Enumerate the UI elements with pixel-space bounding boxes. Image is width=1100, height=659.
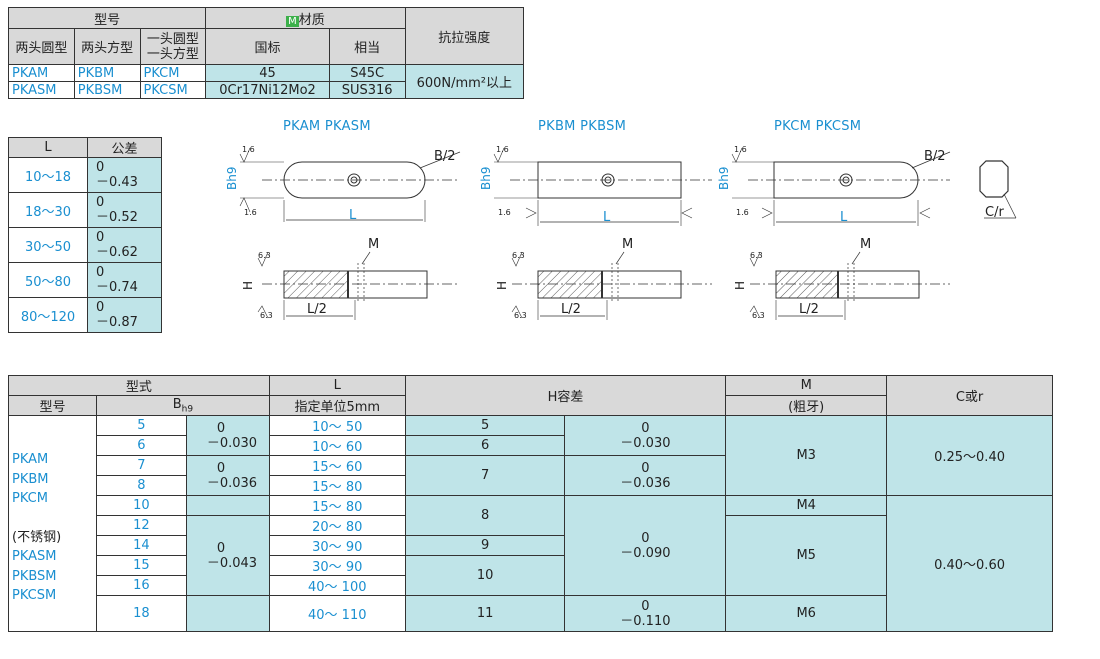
- drawing-title-b: PKBM PKBSM: [538, 119, 627, 134]
- table-row: 18 40～ 110 11 0－0.110 M6: [9, 595, 1053, 632]
- material-row: PKAM PKBM PKCM 45 S45C 600N/mm²以上: [8, 64, 525, 99]
- drawing-a-top-view: [239, 147, 461, 222]
- svg-text:1.6: 1.6: [244, 208, 257, 217]
- label-l-b: L: [603, 210, 611, 225]
- label-l-c: L: [840, 210, 848, 225]
- header-m: M: [725, 375, 888, 396]
- drawing-title-c: PKCM PKCSM: [774, 119, 862, 134]
- label-h-c: H: [733, 281, 747, 290]
- svg-text:6.3: 6.3: [260, 311, 273, 320]
- technical-drawings: B/2 L L L B/2 M M M L/2 L/2 L/2 C/r 1.6 …: [225, 145, 1017, 320]
- label-m-b: M: [622, 237, 633, 252]
- header-gb: 国标: [205, 28, 330, 65]
- table-row: 15 30～ 90 10: [9, 555, 1053, 596]
- model-list: PKAM PKBM PKCM (不锈钢) PKASM PKBSM PKCSM: [8, 415, 97, 632]
- header-tolerance: 公差: [87, 137, 162, 158]
- label-h-b: H: [495, 281, 509, 290]
- table-row: 6 10～ 60 6: [9, 435, 1053, 456]
- svg-text:6.3: 6.3: [512, 251, 525, 260]
- label-b2-a: B/2: [434, 149, 456, 164]
- header-one-end: 一头圆型一头方型: [139, 28, 207, 65]
- header-equiv: 相当: [328, 28, 406, 65]
- drawing-c-side-view: [749, 251, 950, 320]
- material-badge: M: [286, 15, 299, 27]
- svg-text:6.3: 6.3: [258, 251, 271, 260]
- header-round: 两头圆型: [8, 28, 75, 65]
- label-bh9-b: Bh9: [479, 167, 493, 190]
- table-row: 12 0－0.043 20～ 80 M5: [9, 515, 1053, 596]
- table-row: 16 40～ 100: [9, 575, 1053, 596]
- header-l-unit: 指定单位5mm: [268, 395, 406, 416]
- label-cr: C/r: [985, 205, 1004, 220]
- header-h-tolerance: H容差: [404, 375, 727, 416]
- svg-text:6.3: 6.3: [750, 251, 763, 260]
- label-l-a: L: [349, 208, 357, 223]
- svg-text:1.6: 1.6: [498, 208, 511, 217]
- spec-table: 型式 L H容差 M C或r 型号 Bh9 指定单位5mm (粗牙) PKAM …: [8, 375, 1053, 632]
- header-m-sub: (粗牙): [725, 395, 888, 416]
- corner-detail: [979, 160, 1017, 219]
- header-type: 型式: [8, 375, 270, 396]
- table-row: 10 15～ 80 8 0－0.090 M4 0.40～0.60: [9, 495, 1053, 632]
- drawing-b-side-view: [511, 251, 712, 320]
- drawing-a-side-view: [257, 251, 460, 320]
- table-row: PKAM PKBM PKCM (不锈钢) PKASM PKBSM PKCSM 5…: [8, 415, 1053, 632]
- svg-text:1.6: 1.6: [736, 208, 749, 217]
- header-c: C或r: [886, 375, 1053, 416]
- label-l2-c: L/2: [799, 302, 819, 317]
- label-b2-c: B/2: [924, 149, 946, 164]
- label-h-a: H: [241, 281, 255, 290]
- drawing-c-top-view: [731, 147, 951, 226]
- label-l2-a: L/2: [307, 302, 327, 317]
- label-m-a: M: [368, 237, 379, 252]
- drawing-title-a: PKAM PKASM: [283, 119, 371, 134]
- header-square: 两头方型: [73, 28, 141, 65]
- header-model: 型号: [8, 395, 97, 416]
- header-b: Bh9: [95, 395, 270, 416]
- table-row: 8 15～ 80: [9, 475, 1053, 496]
- svg-text:6.3: 6.3: [514, 311, 527, 320]
- label-bh9-c: Bh9: [717, 167, 731, 190]
- svg-text:1.6: 1.6: [242, 145, 255, 154]
- label-l2-b: L/2: [561, 302, 581, 317]
- svg-text:1.6: 1.6: [734, 145, 747, 154]
- drawing-b-top-view: [493, 147, 712, 226]
- header-model: 型号: [7, 7, 207, 29]
- svg-text:6.3: 6.3: [752, 311, 765, 320]
- header-strength: 抗拉强度: [404, 7, 525, 65]
- header-l: L: [268, 375, 406, 396]
- material-row: PKASM PKBSM PKCSM 0Cr17Ni12Mo2 SUS316: [8, 81, 524, 99]
- svg-text:1.6: 1.6: [496, 145, 509, 154]
- label-bh9-a: Bh9: [225, 167, 239, 190]
- label-m-c: M: [860, 237, 871, 252]
- strength-value: 600N/mm²以上: [404, 64, 525, 99]
